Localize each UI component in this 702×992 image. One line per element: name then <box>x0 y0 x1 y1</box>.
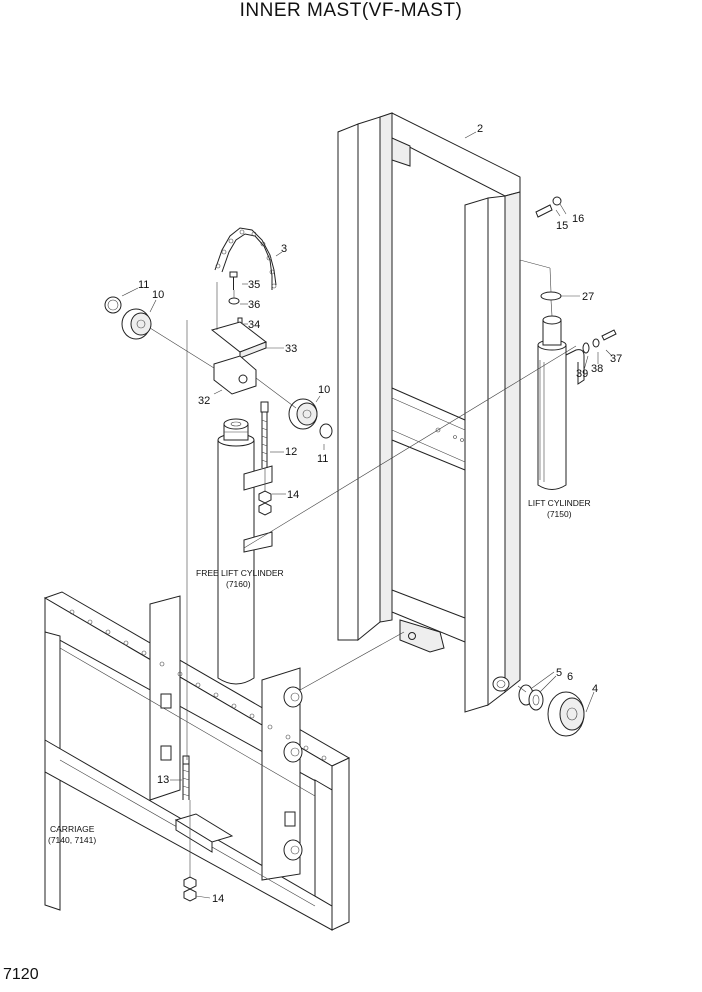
roller-mid-right <box>288 398 333 439</box>
page-title: INNER MAST(VF-MAST) <box>239 0 463 21</box>
label-10-mid: 10 <box>318 384 330 396</box>
label-12: 12 <box>285 446 297 458</box>
label-27: 27 <box>582 291 594 303</box>
label-39: 39 <box>576 368 588 380</box>
label-6: 6 <box>567 671 573 683</box>
roller-bottom-right <box>518 684 585 737</box>
hose-fitting <box>260 401 269 468</box>
page-number: 7120 <box>3 966 39 983</box>
label-34: 34 <box>248 319 260 331</box>
label-36: 36 <box>248 299 260 311</box>
label-33: 33 <box>285 343 297 355</box>
chain-anchor-parts <box>210 271 268 395</box>
lift-cylinder <box>537 315 585 490</box>
carriage-fitting <box>182 755 190 800</box>
lift-chain <box>214 227 277 290</box>
label-14-lower: 14 <box>212 893 224 905</box>
label-13: 13 <box>157 774 169 786</box>
carriage-caption: CARRIAGE <box>50 824 95 834</box>
o-ring <box>540 291 562 301</box>
label-11-mid: 11 <box>317 453 328 465</box>
lift-cylinder-caption: LIFT CYLINDER <box>528 498 591 508</box>
label-38: 38 <box>591 363 603 375</box>
free-lift-cylinder <box>217 418 273 685</box>
label-11-top: 11 <box>138 279 149 291</box>
carriage <box>43 591 351 931</box>
label-16: 16 <box>572 213 584 225</box>
lift-cylinder-ref: (7150) <box>547 509 572 519</box>
label-4: 4 <box>592 683 598 695</box>
leader-lines <box>121 131 613 899</box>
fitting-top-right <box>535 196 562 218</box>
nut-lower <box>183 876 197 902</box>
label-37: 37 <box>610 353 622 365</box>
free-lift-cylinder-ref: (7160) <box>226 579 251 589</box>
label-5: 5 <box>556 667 562 679</box>
label-2: 2 <box>477 123 483 135</box>
label-15: 15 <box>556 220 568 232</box>
label-3: 3 <box>281 243 287 255</box>
bolt-washer-set <box>582 329 617 354</box>
nut-upper <box>258 490 272 516</box>
roller-left-top <box>104 296 152 340</box>
label-14-upper: 14 <box>287 489 299 501</box>
label-10-top: 10 <box>152 289 164 301</box>
inner-mast-frame <box>337 112 521 713</box>
free-lift-cylinder-caption: FREE LIFT CYLINDER <box>196 568 284 578</box>
label-32: 32 <box>198 395 210 407</box>
label-35: 35 <box>248 279 260 291</box>
carriage-ref: (7140, 7141) <box>48 835 96 845</box>
